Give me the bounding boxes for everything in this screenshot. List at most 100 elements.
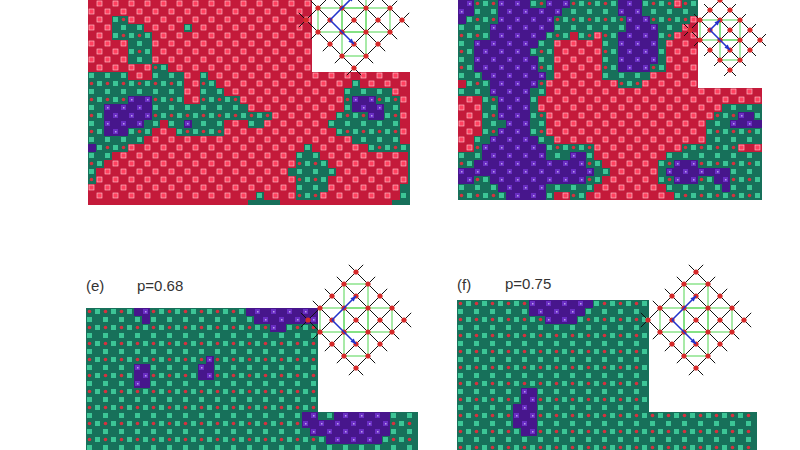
lattice-site: [89, 41, 94, 46]
lattice-site: [177, 161, 182, 166]
lattice-site: [129, 17, 134, 22]
lattice-site: [241, 121, 246, 126]
lattice-site: [281, 177, 286, 182]
lattice-site: [241, 161, 246, 166]
lattice-site: [305, 89, 310, 94]
lattice-site: [169, 185, 174, 190]
lattice-site: [217, 153, 222, 158]
lattice-site: [217, 41, 222, 46]
lattice-site: [273, 113, 278, 118]
lattice-site: [369, 81, 374, 86]
lattice-site: [273, 25, 278, 30]
lattice-site: [377, 113, 382, 118]
lattice-site: [393, 161, 398, 166]
lattice-site: [113, 169, 118, 174]
lattice-site: [675, 1, 680, 6]
lattice-site: [281, 193, 286, 198]
lattice-site: [153, 33, 158, 38]
lattice-cell: [152, 200, 160, 205]
lattice-site: [161, 185, 166, 190]
lattice-site: [193, 89, 198, 94]
lattice-site: [249, 169, 254, 174]
lattice-dot: [138, 130, 142, 134]
lattice-site: [233, 41, 238, 46]
lattice-cell: [256, 200, 264, 205]
lattice-dot: [501, 3, 503, 5]
lattice-dot: [588, 2, 592, 6]
lattice-site: [121, 177, 126, 182]
lattice-site: [97, 81, 102, 86]
lattice-site: [393, 137, 398, 142]
lattice-site: [161, 153, 166, 158]
lattice-site: [361, 177, 366, 182]
lattice-site: [233, 185, 238, 190]
lattice-site: [121, 169, 126, 174]
lattice-site: [353, 169, 358, 174]
lattice-site: [297, 33, 302, 38]
lattice-site: [297, 49, 302, 54]
lattice-site: [321, 81, 326, 86]
lattice-site: [507, 1, 512, 6]
lattice-site: [129, 153, 134, 158]
lattice-dot: [115, 131, 117, 133]
lattice-site: [305, 9, 310, 14]
lattice-site: [105, 89, 110, 94]
lattice-site: [643, 1, 648, 6]
lattice-site: [201, 145, 206, 150]
lattice-site: [177, 185, 182, 190]
lattice-site: [361, 193, 366, 198]
lattice-site: [97, 97, 102, 102]
lattice-site: [337, 153, 342, 158]
lattice-site: [401, 161, 406, 166]
lattice-site: [393, 81, 398, 86]
lattice-dot: [629, 3, 631, 5]
lattice-site: [225, 57, 230, 62]
lattice-dot: [186, 130, 190, 134]
lattice-site: [353, 177, 358, 182]
lattice-dot: [202, 82, 206, 86]
lattice-site: [145, 49, 150, 54]
lattice-site: [249, 137, 254, 142]
lattice-site: [97, 33, 102, 38]
lattice-site: [177, 153, 182, 158]
lattice-site: [265, 17, 270, 22]
lattice-site: [345, 81, 350, 86]
lattice-dot: [346, 114, 350, 118]
lattice-site: [185, 105, 190, 110]
lattice-site: [217, 137, 222, 142]
lattice-site: [289, 9, 294, 14]
lattice-site: [393, 153, 398, 158]
lattice-site: [129, 137, 134, 142]
lattice-site: [401, 73, 406, 78]
lattice-site: [169, 33, 174, 38]
lattice-site: [297, 25, 302, 30]
lattice-site: [337, 105, 342, 110]
lattice-site: [297, 1, 302, 6]
lattice-site: [393, 169, 398, 174]
lattice-site: [385, 185, 390, 190]
lattice-dot: [139, 107, 141, 109]
lattice-site: [313, 145, 318, 150]
lattice-site: [353, 137, 358, 142]
lattice-dot: [187, 123, 189, 125]
lattice-site: [177, 137, 182, 142]
lattice-site: [289, 121, 294, 126]
lattice-site: [225, 145, 230, 150]
lattice-site: [169, 129, 174, 134]
lattice-dot: [652, 2, 656, 6]
lattice-site: [129, 193, 134, 198]
lattice-site: [177, 193, 182, 198]
lattice-site: [249, 9, 254, 14]
lattice-site: [321, 169, 326, 174]
lattice-site: [105, 73, 110, 78]
lattice-site: [361, 161, 366, 166]
lattice-site: [523, 1, 528, 6]
lattice-site: [345, 169, 350, 174]
lattice-site: [193, 97, 198, 102]
lattice-site: [281, 145, 286, 150]
lattice-site: [321, 97, 326, 102]
lattice-site: [217, 89, 222, 94]
lattice-site: [169, 41, 174, 46]
lattice-site: [185, 161, 190, 166]
